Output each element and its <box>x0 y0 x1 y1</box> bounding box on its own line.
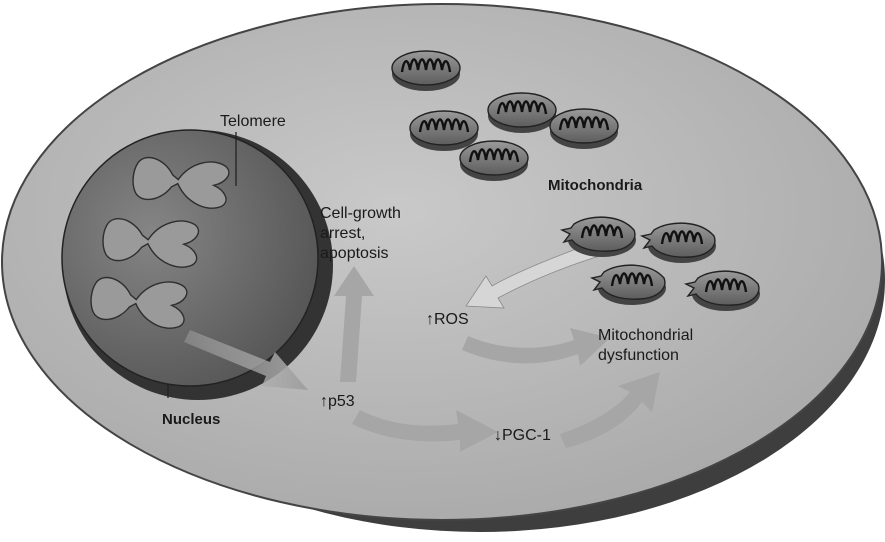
mitochondrion-icon <box>410 111 478 151</box>
ros-label: ↑ROS <box>426 311 469 328</box>
mitochondrion-icon <box>488 93 556 133</box>
mito-dysfunction-line-1: Mitochondrial <box>598 327 693 344</box>
mitochondria-label: Mitochondria <box>548 177 643 194</box>
nucleus-label: Nucleus <box>162 411 220 428</box>
pgc1-label: ↓PGC-1 <box>494 427 551 444</box>
mito-dysfunction-line-2: dysfunction <box>598 347 679 364</box>
telomere-label: Telomere <box>220 113 286 130</box>
growth-arrest-line-2: arrest, <box>320 225 365 242</box>
growth-arrest-line-1: Cell-growth <box>320 205 401 222</box>
growth-arrest-line-3: apoptosis <box>320 245 389 262</box>
mitochondrion-icon <box>460 141 528 181</box>
mitochondrion-icon <box>392 51 460 91</box>
mitochondrion-icon <box>550 109 618 149</box>
p53-label: ↑p53 <box>320 393 355 410</box>
